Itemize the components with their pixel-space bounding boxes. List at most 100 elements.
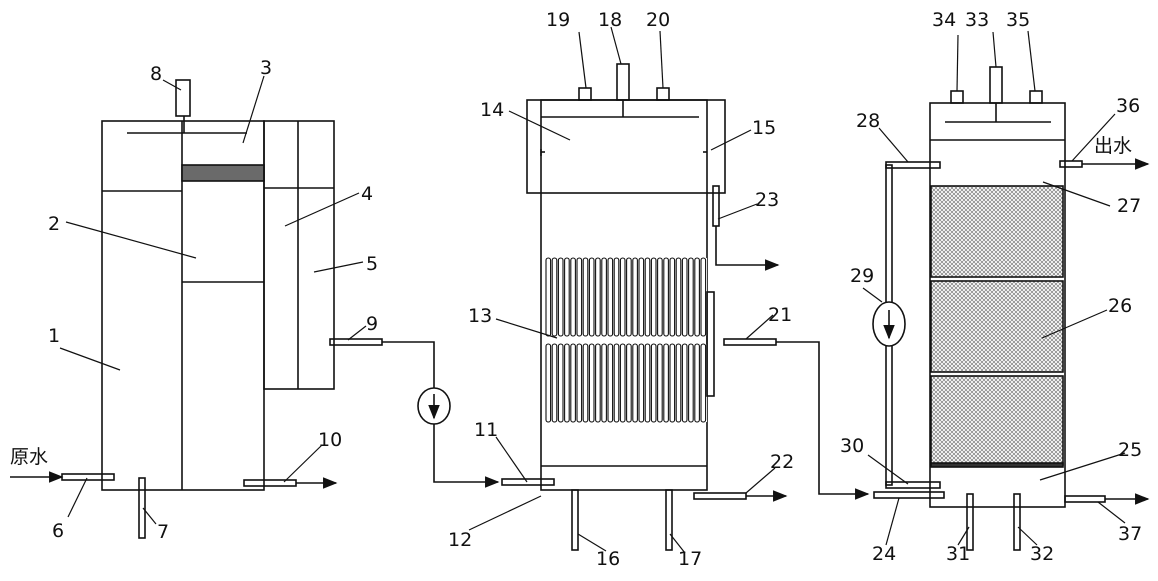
label-26: 26 — [1108, 295, 1132, 317]
membrane-tube — [694, 257, 700, 337]
membrane-tube — [657, 343, 663, 423]
membrane-tube — [619, 257, 626, 337]
motor-8 — [175, 79, 191, 117]
drain-pipe-7 — [138, 477, 146, 539]
outlet-pipe-37 — [1064, 495, 1106, 503]
membrane-tube — [650, 257, 657, 337]
tank-unit-3 — [872, 66, 1150, 551]
tank-unit-2 — [501, 63, 788, 551]
label-33: 33 — [965, 9, 989, 31]
membrane-tube — [700, 257, 707, 337]
raw-water-label: 原水 — [10, 446, 48, 468]
membrane-tube — [576, 343, 583, 423]
pipe-9-to-11 — [382, 341, 500, 488]
label-6: 6 — [52, 520, 64, 542]
membrane-tube — [619, 343, 626, 423]
number-labels: 1 2 3 4 5 6 7 8 9 10 11 12 13 14 15 16 1… — [48, 9, 1142, 570]
label-37: 37 — [1118, 523, 1142, 545]
label-22: 22 — [770, 451, 794, 473]
label-32: 32 — [1030, 543, 1054, 565]
membrane-tube — [582, 257, 589, 337]
drain-pipe-16 — [571, 489, 579, 551]
label-9: 9 — [366, 313, 378, 335]
membrane-tube — [545, 343, 552, 423]
membrane-tube — [675, 343, 682, 423]
membrane-tube — [588, 343, 595, 423]
sensor-35 — [1029, 90, 1043, 104]
label-12: 12 — [448, 529, 472, 551]
membrane-tube — [607, 257, 614, 337]
membrane-tube — [638, 257, 645, 337]
leader-lines — [59, 26, 1126, 554]
membrane-tube — [607, 343, 614, 423]
membrane-tube — [663, 257, 669, 337]
label-16: 16 — [596, 548, 620, 570]
label-10: 10 — [318, 429, 342, 451]
membrane-tube — [638, 343, 645, 423]
membrane-tube — [644, 343, 651, 423]
membrane-tube — [564, 257, 570, 337]
membrane-tube — [551, 257, 558, 337]
sensor-19 — [578, 87, 592, 101]
label-29: 29 — [850, 265, 874, 287]
label-11: 11 — [474, 419, 498, 441]
side-chamber-4-5 — [263, 120, 335, 390]
membrane-tube — [688, 343, 694, 423]
label-1: 1 — [48, 325, 60, 347]
membrane-tube — [595, 257, 601, 337]
tank-unit-1 — [10, 79, 383, 539]
label-7: 7 — [157, 521, 169, 543]
label-24: 24 — [872, 543, 896, 565]
membrane-tube — [626, 257, 632, 337]
sensor-20 — [656, 87, 670, 101]
membrane-tube — [632, 257, 638, 337]
media-layer-top — [930, 185, 1064, 278]
label-13: 13 — [468, 305, 492, 327]
membrane-tube — [657, 257, 663, 337]
label-30: 30 — [840, 435, 864, 457]
pipe-30 — [885, 481, 941, 489]
membrane-tube — [570, 343, 576, 423]
filter-band-dark — [181, 164, 265, 182]
media-layer-bottom — [930, 375, 1064, 466]
drain-pipe-32 — [1013, 493, 1021, 551]
inlet-pipe-24 — [873, 491, 945, 499]
membrane-tube — [551, 343, 558, 423]
membrane-tube — [644, 257, 651, 337]
membrane-tube — [545, 257, 552, 337]
membrane-tube — [681, 343, 688, 423]
membrane-tube — [632, 343, 638, 423]
inlet-pipe-6 — [61, 473, 115, 481]
pipe-23 — [712, 185, 720, 227]
drain-pipe-17 — [665, 489, 673, 551]
label-34: 34 — [932, 9, 956, 31]
label-20: 20 — [646, 9, 670, 31]
drain-pipe-31 — [966, 493, 974, 551]
membrane-tube — [688, 257, 694, 337]
membrane-tube — [576, 257, 583, 337]
outlet-pipe-21 — [723, 338, 777, 346]
label-5: 5 — [366, 253, 378, 275]
membrane-tube — [650, 343, 657, 423]
membrane-tube — [700, 343, 707, 423]
membrane-tube — [557, 257, 564, 337]
label-17: 17 — [678, 548, 702, 570]
label-3: 3 — [260, 57, 272, 79]
membrane-tube — [675, 257, 682, 337]
label-14: 14 — [480, 99, 504, 121]
label-31: 31 — [946, 543, 970, 565]
outlet-pipe-36 — [1059, 160, 1083, 168]
membrane-tube — [626, 343, 632, 423]
outlet-pipe-22 — [693, 492, 747, 500]
outlet-pipe-9 — [329, 338, 383, 346]
membrane-tube — [564, 343, 570, 423]
label-27: 27 — [1117, 195, 1141, 217]
membrane-tube — [669, 257, 676, 337]
media-layer-26 — [930, 280, 1064, 373]
sensor-34 — [950, 90, 964, 104]
membrane-tubes — [545, 257, 707, 423]
membrane-tube — [582, 343, 589, 423]
membrane-tube — [694, 343, 700, 423]
